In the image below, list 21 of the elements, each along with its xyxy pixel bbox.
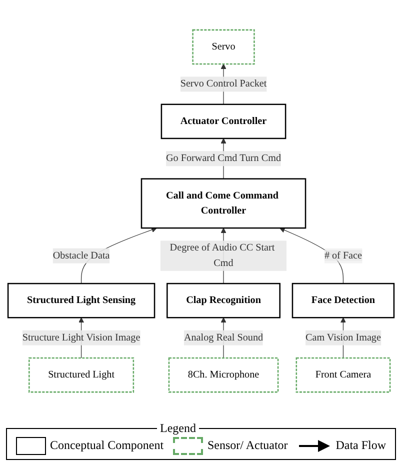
node-box: Servo (192, 29, 255, 65)
legend-text: Data Flow (336, 439, 386, 453)
edge-label: Analog Real Sound (184, 332, 264, 343)
edge-label: Degree of Audio CC Start Cmd (170, 242, 275, 268)
node-box: Face Detection (292, 282, 395, 318)
edge-label: Structure Light Vision Image (22, 332, 140, 343)
edge-label: Servo Control Packet (180, 78, 267, 90)
edge-label: Cam Vision Image (305, 332, 381, 343)
node-box: Structured Light (28, 357, 134, 393)
node-box: Front Camera (296, 357, 391, 393)
edge-label: Obstacle Data (52, 250, 110, 261)
edge-label: Go Forward Cmd Turn Cmd (166, 152, 281, 164)
node-box: Call and Come Command Controller (140, 178, 306, 229)
legend-text: Conceptual Component (50, 439, 164, 453)
edge-label: # of Face (324, 250, 362, 261)
node-box: Structured Light Sensing (7, 282, 156, 318)
node-box: Actuator Controller (160, 104, 286, 140)
legend-text: Sensor/ Actuator (207, 439, 288, 453)
node-box: Clap Recognition (166, 282, 280, 318)
node-box: 8Ch. Microphone (168, 357, 279, 393)
legend-title: Legend (157, 421, 199, 436)
